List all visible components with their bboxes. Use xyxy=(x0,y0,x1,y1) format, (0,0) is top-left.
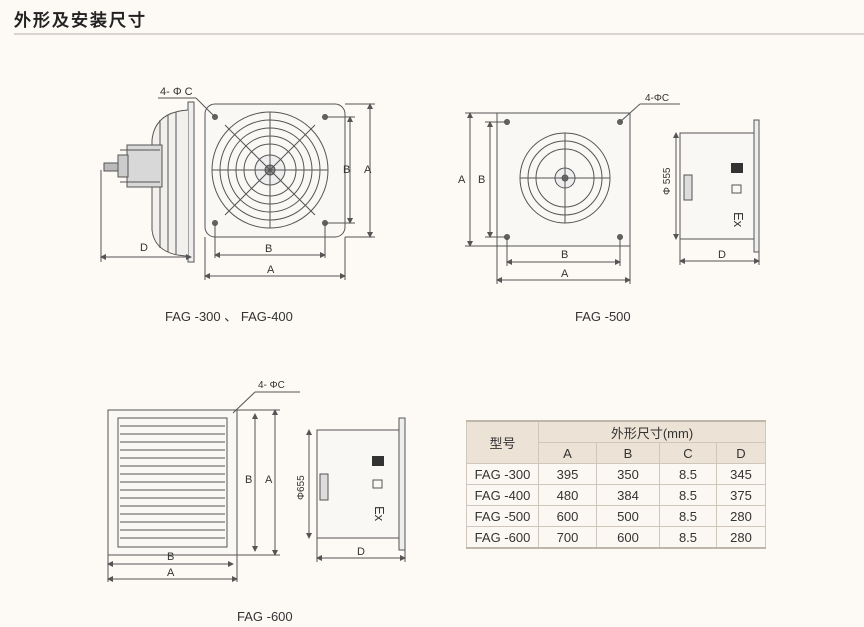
table-row: FAG -300 395 350 8.5 345 xyxy=(466,463,766,485)
brand-logo xyxy=(372,456,384,466)
cell-d: 345 xyxy=(716,463,766,485)
cell-b: 500 xyxy=(596,505,660,527)
front-view xyxy=(204,103,346,238)
side-view xyxy=(679,119,760,253)
cell-d: 375 xyxy=(716,484,766,506)
dim-a-label: A xyxy=(167,567,175,579)
column-header: D xyxy=(716,442,766,464)
cell-c: 8.5 xyxy=(659,526,717,549)
dim-b-label: B xyxy=(167,551,174,563)
dim-d-label: D xyxy=(357,546,365,558)
model-cell: FAG -300 xyxy=(466,463,539,485)
model-header: 型号 xyxy=(466,420,539,464)
dim-b-label: B xyxy=(478,174,485,186)
diameter-label: Φ655 xyxy=(296,475,307,500)
cell-a: 480 xyxy=(538,484,597,506)
drawing-fag-500: 4-ΦC A B B A Ex Φ 555 D xyxy=(458,93,760,284)
ex-mark: Ex xyxy=(731,212,746,228)
column-header: A xyxy=(538,442,597,464)
table-row: FAG -500 600 500 8.5 280 xyxy=(466,505,766,527)
dim-a-label: A xyxy=(267,264,275,276)
cell-d: 280 xyxy=(716,526,766,549)
hole-label: 4- Φ C xyxy=(160,86,193,98)
cell-c: 8.5 xyxy=(659,463,717,485)
side-view xyxy=(316,417,406,551)
cell-c: 8.5 xyxy=(659,484,717,506)
cell-b: 350 xyxy=(596,463,660,485)
brand-logo xyxy=(731,163,743,173)
caption-fag-600: FAG -600 xyxy=(237,609,293,624)
title-divider xyxy=(14,33,864,35)
model-cell: FAG -500 xyxy=(466,505,539,527)
side-view xyxy=(103,101,195,263)
dimensions-group-header: 外形尺寸(mm) xyxy=(538,420,766,443)
dim-a-label: A xyxy=(561,268,569,280)
diameter-label: Φ 555 xyxy=(662,167,673,195)
cell-b: 600 xyxy=(596,526,660,549)
dim-b-label: B xyxy=(343,164,350,176)
page-title: 外形及安装尺寸 xyxy=(14,11,147,31)
dim-a-label: A xyxy=(458,174,466,186)
cell-b: 384 xyxy=(596,484,660,506)
model-cell: FAG -400 xyxy=(466,484,539,506)
cell-a: 700 xyxy=(538,526,597,549)
caption-fag-500: FAG -500 xyxy=(575,309,631,324)
cell-c: 8.5 xyxy=(659,505,717,527)
column-header: B xyxy=(596,442,660,464)
ex-mark: Ex xyxy=(372,506,387,522)
dimensions-table: 型号 外形尺寸(mm) A B C D FAG -300 395 350 8.5… xyxy=(466,420,766,549)
drawing-fag-600: 4- ΦC A B B A Ex Φ655 D xyxy=(107,380,406,582)
model-cell: FAG -600 xyxy=(466,526,539,549)
drawing-fag-300-400: 4- Φ C A B B A D xyxy=(100,86,375,280)
hole-label: 4-ΦC xyxy=(645,93,669,104)
dim-a-label: A xyxy=(265,474,273,486)
dim-a-label: A xyxy=(364,164,372,176)
hole-label: 4- ΦC xyxy=(258,380,285,391)
dim-d-label: D xyxy=(718,249,726,261)
dim-b-label: B xyxy=(245,474,252,486)
table-row: FAG -400 480 384 8.5 375 xyxy=(466,484,766,506)
caption-fag-300-400: FAG -300 、 FAG-400 xyxy=(165,309,293,324)
column-header: C xyxy=(659,442,717,464)
dim-b-label: B xyxy=(561,249,568,261)
dim-b-label: B xyxy=(265,243,272,255)
dim-d-label: D xyxy=(140,242,148,254)
table-row: FAG -600 700 600 8.5 280 xyxy=(466,526,766,549)
cell-d: 280 xyxy=(716,505,766,527)
louvers xyxy=(120,425,225,539)
cell-a: 395 xyxy=(538,463,597,485)
cell-a: 600 xyxy=(538,505,597,527)
